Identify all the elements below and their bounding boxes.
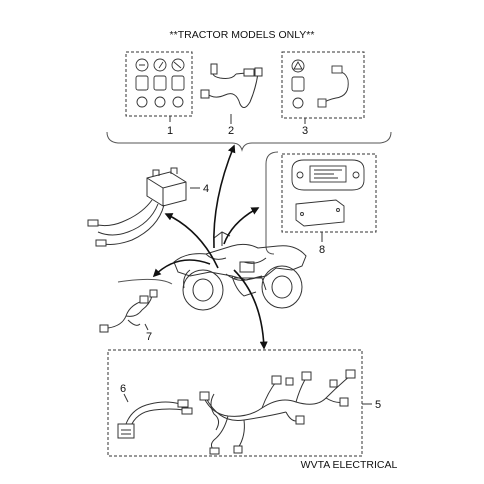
item-1-switch-kit	[125, 51, 193, 117]
callout-8: 8	[319, 244, 325, 256]
arrow-to-item-8	[223, 207, 260, 245]
items-5-6-region	[107, 349, 363, 457]
arrow-to-item-7	[152, 259, 211, 278]
leader-6	[123, 393, 129, 403]
item-7-bracket	[117, 278, 173, 285]
top-group-bracket	[106, 131, 392, 152]
item-4-relay-harness	[87, 167, 187, 247]
leader-7	[144, 323, 149, 331]
callout-3: 3	[302, 125, 308, 137]
location-arrows	[152, 144, 268, 350]
item-5-main-harness	[199, 369, 356, 455]
diagram-caption: WVTA ELECTRICAL	[301, 459, 398, 471]
arrow-to-item-5	[233, 269, 268, 350]
item-7-harness	[99, 289, 158, 333]
arrow-to-item-4	[164, 213, 219, 269]
atv-vehicle-outline	[173, 231, 307, 311]
tractor-models-note: **TRACTOR MODELS ONLY**	[170, 29, 315, 41]
item-2-switch-harness	[200, 63, 263, 108]
callout-7: 7	[146, 331, 152, 343]
item-8-bracket	[265, 151, 279, 255]
callout-5: 5	[375, 399, 381, 411]
callout-6: 6	[120, 383, 126, 395]
item-8-display-kit	[281, 153, 377, 233]
callout-2: 2	[228, 125, 234, 137]
item-6-adapter-harness	[117, 399, 193, 439]
callout-4: 4	[203, 183, 209, 195]
callout-1: 1	[167, 125, 173, 137]
arrow-to-item-2	[213, 144, 236, 249]
item-3-warning-switch-kit	[281, 51, 365, 119]
